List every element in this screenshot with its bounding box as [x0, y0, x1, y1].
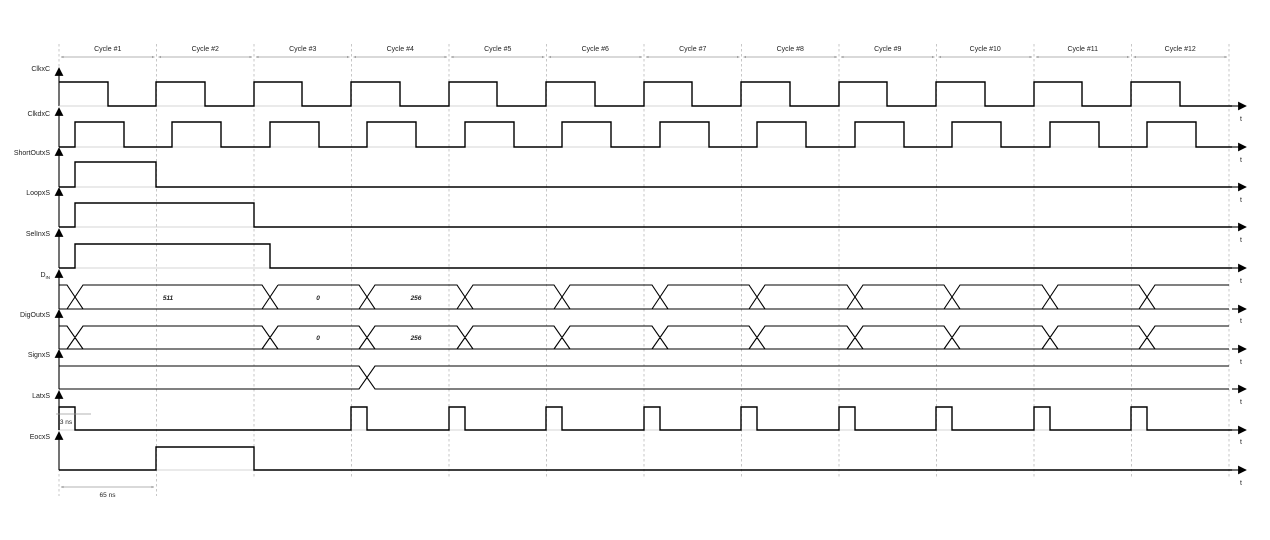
- signal-label: ShortOutxS: [14, 150, 51, 157]
- time-label: t: [1240, 359, 1242, 366]
- bus-waveform: [59, 284, 1229, 310]
- cycle-grid: [58, 44, 1230, 496]
- time-label: t: [1240, 439, 1242, 446]
- signal-clkdxc: ClkdxC t: [27, 107, 1247, 164]
- bus-value: 256: [410, 335, 422, 342]
- bus-waveform: [59, 325, 1229, 350]
- period-label: 65 ns: [100, 492, 117, 499]
- signal-label: SignxS: [28, 352, 51, 359]
- cycle-label: Cycle #6: [582, 46, 609, 53]
- cycle-span: Cycle #12: [1133, 46, 1228, 59]
- waveform: [59, 243, 1232, 269]
- signal-label: DIN: [40, 272, 50, 280]
- pulse-width-label: 3 ns: [60, 419, 73, 426]
- bus-waveform: [59, 365, 1229, 390]
- cycle-span: Cycle #6: [548, 46, 643, 59]
- cycle-label: Cycle #5: [484, 46, 511, 53]
- cycle-span: Cycle #9: [840, 46, 935, 59]
- signal-latxs: LatxS t 3 ns: [32, 390, 1247, 446]
- cycle-label: Cycle #1: [94, 46, 121, 53]
- signal-label: ClkxC: [31, 66, 50, 73]
- bus-value: 0: [316, 335, 320, 342]
- cycle-span: Cycle #11: [1035, 46, 1130, 59]
- waveform: [59, 446, 1232, 471]
- signal-digoutxs: DigOutxS t 0 256: [20, 309, 1247, 366]
- cycle-span: Cycle #7: [645, 46, 740, 59]
- signal-loopxs: LoopxS t: [26, 187, 1247, 244]
- cycle-label: Cycle #9: [874, 46, 901, 53]
- time-label: t: [1240, 480, 1242, 487]
- cycle-header: Cycle #1 Cycle #2 Cycle #3 Cycle #4 Cycl…: [60, 46, 1228, 59]
- cycle-label: Cycle #4: [387, 46, 414, 53]
- signal-label: EocxS: [30, 434, 51, 441]
- cycle-label: Cycle #2: [192, 46, 219, 53]
- signal-shortoutxs: ShortOutxS t: [14, 147, 1247, 204]
- cycle-span: Cycle #2: [158, 46, 253, 59]
- waveform: [59, 121, 1232, 148]
- cycle-span: Cycle #10: [938, 46, 1033, 59]
- cycle-span: Cycle #3: [255, 46, 350, 59]
- signal-label: LoopxS: [26, 190, 50, 197]
- signal-label: DigOutxS: [20, 312, 50, 319]
- waveform: [59, 81, 1232, 107]
- bus-value: 511: [163, 295, 174, 302]
- cycle-label: Cycle #7: [679, 46, 706, 53]
- time-label: t: [1240, 318, 1242, 325]
- signal-din: DIN t 511 0 256: [40, 269, 1247, 325]
- time-label: t: [1240, 278, 1242, 285]
- waveform: [59, 161, 1232, 188]
- signal-selinxs: SelInxS t: [26, 228, 1247, 285]
- time-label: t: [1240, 157, 1242, 164]
- cycle-span: Cycle #8: [743, 46, 838, 59]
- bus-value: 0: [316, 295, 320, 302]
- period-dimension: 65 ns: [60, 485, 155, 499]
- time-label: t: [1240, 399, 1242, 406]
- time-label: t: [1240, 197, 1242, 204]
- time-label: t: [1240, 116, 1242, 123]
- cycle-span: Cycle #4: [353, 46, 448, 59]
- cycle-label: Cycle #11: [1067, 46, 1098, 53]
- signal-eocxs: EocxS t: [30, 431, 1247, 487]
- bus-value: 256: [410, 295, 422, 302]
- waveform: [59, 202, 1232, 228]
- signal-label: SelInxS: [26, 231, 50, 238]
- signal-label: ClkdxC: [27, 111, 50, 118]
- cycle-label: Cycle #12: [1165, 46, 1196, 53]
- cycle-label: Cycle #8: [777, 46, 804, 53]
- signal-label: LatxS: [32, 393, 50, 400]
- cycle-label: Cycle #3: [289, 46, 316, 53]
- cycle-label: Cycle #10: [970, 46, 1001, 53]
- signal-clkxc: ClkxC t: [31, 66, 1247, 123]
- cycle-span: Cycle #5: [450, 46, 545, 59]
- signal-signxs: SignxS t: [28, 349, 1247, 406]
- cycle-span: Cycle #1: [60, 46, 155, 59]
- time-label: t: [1240, 237, 1242, 244]
- waveform: [58, 406, 1232, 431]
